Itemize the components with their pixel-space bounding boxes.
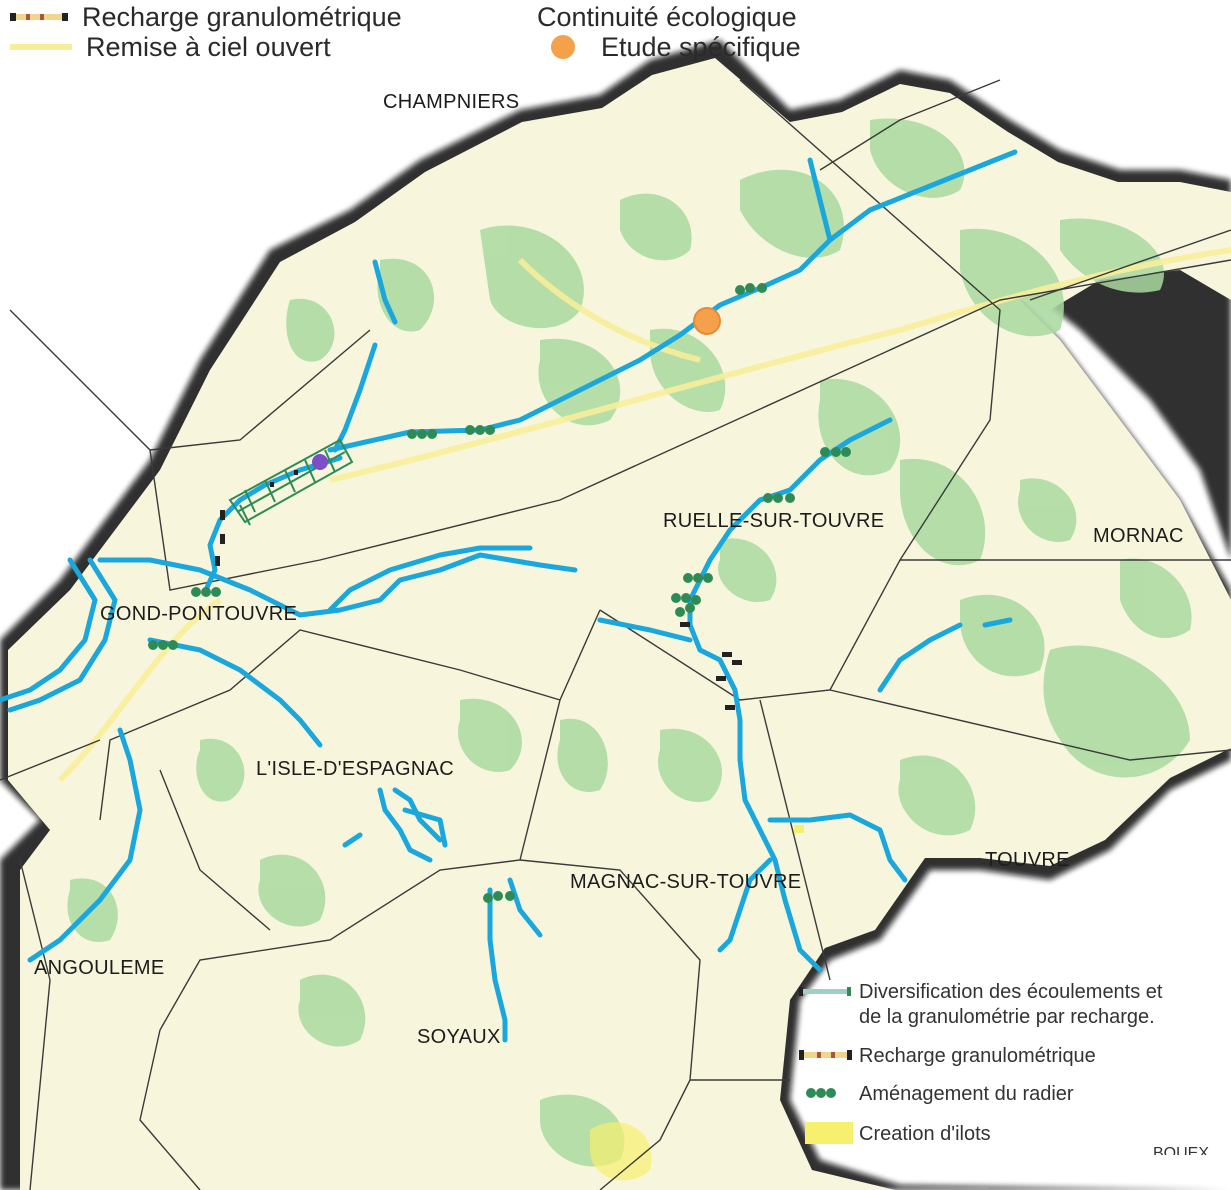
river-tributary-1	[807, 157, 833, 243]
river-tributary-2	[372, 259, 398, 325]
legend-etude: Etude spécifique	[549, 32, 801, 62]
place-champniers: CHAMPNIERS	[383, 91, 520, 113]
river-mornac-2	[982, 617, 1013, 628]
river-charente-west-2	[7, 557, 118, 713]
ilots-symbol-icon	[805, 1122, 853, 1144]
place-ruelle: RUELLE-SUR-TOUVRE	[663, 510, 885, 532]
river-ruelle	[687, 417, 893, 973]
legend-recharge-top: Recharge granulométrique	[10, 2, 402, 32]
bottom-legend: Diversification des écoulements et de la…	[795, 972, 1231, 1162]
place-soyaux: SOYAUX	[417, 1026, 501, 1048]
etude-marker	[693, 307, 721, 335]
place-angouleme: ANGOULEME	[34, 957, 165, 979]
etude-symbol-icon	[551, 35, 575, 59]
legend-diversification-line1: Diversification des écoulements et	[859, 981, 1163, 1003]
legend-amenagement: Aménagement du radier	[795, 1082, 1074, 1107]
remise-lines	[57, 247, 1231, 783]
legend-remise: Remise à ciel ouvert	[10, 32, 331, 62]
river-gond-east-2	[327, 545, 533, 613]
river-magnac-south	[717, 857, 773, 953]
forest-areas	[67, 118, 1192, 1167]
rivers	[0, 149, 1018, 1043]
river-magnac-west	[597, 617, 693, 643]
continuite-marker	[312, 454, 328, 470]
place-mornac: MORNAC	[1093, 525, 1184, 547]
place-magnac: MAGNAC-SUR-TOUVRE	[570, 871, 802, 893]
place-bouex-partial: BOUEX	[1153, 1145, 1210, 1155]
legend-recharge-label: Recharge granulométrique	[82, 2, 402, 32]
river-isle-south	[27, 727, 143, 963]
top-legend: Recharge granulométrique Remise à ciel o…	[0, 0, 1231, 70]
legend-continuite-label: Continuité écologique	[537, 2, 797, 32]
legend-diversification-line2: de la granulométrie par recharge.	[859, 1006, 1155, 1028]
legend-creation-label: Creation d'ilots	[859, 1123, 991, 1145]
river-magnac-branch	[767, 812, 908, 883]
radier-markers	[148, 283, 851, 903]
legend-diversification: Diversification des écoulements et de la…	[795, 980, 1162, 1030]
legend-creation-ilots: Creation d'ilots	[795, 1122, 991, 1147]
river-soyaux-2	[507, 877, 543, 938]
legend-amenagement-label: Aménagement du radier	[859, 1083, 1074, 1105]
river-south-branch	[147, 637, 323, 748]
legend-recharge-bottom: Recharge granulométrique	[795, 1044, 1096, 1069]
place-isle-espagnac: L'ISLE-D'ESPAGNAC	[256, 758, 454, 780]
river-mornac	[877, 622, 963, 693]
river-gond-east	[97, 552, 578, 618]
legend-recharge-bottom-label: Recharge granulométrique	[859, 1045, 1096, 1067]
legend-remise-label: Remise à ciel ouvert	[86, 32, 331, 62]
river-isle-channels	[377, 787, 433, 863]
river-isle-small	[342, 832, 363, 848]
river-charente-west	[0, 557, 98, 703]
recharge-bottom-symbol-icon	[799, 1050, 852, 1060]
remise-symbol-icon	[10, 44, 72, 50]
legend-continuite: Continuité écologique	[537, 2, 797, 32]
river-isle-channels-2	[392, 787, 443, 843]
legend-etude-label: Etude spécifique	[601, 32, 801, 62]
river-isle-channels-3	[402, 807, 448, 848]
diversification-symbol-icon	[799, 987, 851, 996]
commune-boundaries	[0, 79, 1231, 1190]
place-touvre: TOUVRE	[985, 849, 1070, 871]
ilots-marker	[794, 825, 804, 833]
recharge-symbol-icon	[10, 13, 68, 21]
place-gond-pontouvre: GOND-PONTOUVRE	[100, 603, 298, 625]
radier-symbol-icon	[806, 1088, 836, 1098]
river-soyaux	[487, 887, 508, 1043]
ilots-areas	[590, 1122, 652, 1181]
